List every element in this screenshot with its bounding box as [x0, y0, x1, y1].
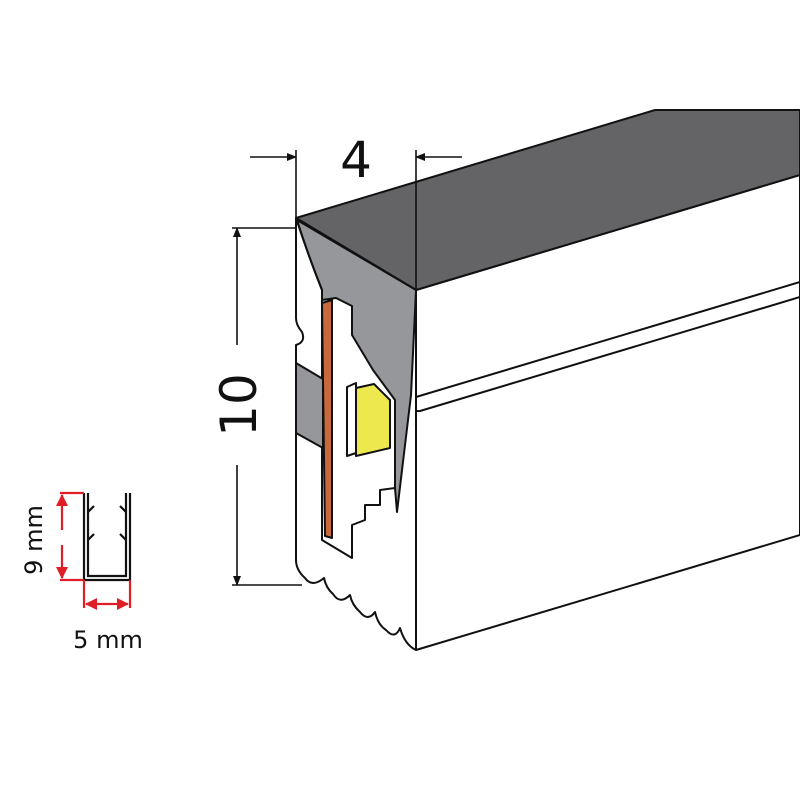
width-dimension-label: 4 [340, 131, 372, 189]
led-chip [355, 383, 391, 457]
u-profile-icon [82, 493, 132, 582]
led-chip-side [346, 382, 357, 457]
diffuser-edge [295, 217, 323, 291]
height-dimension-label: 10 [210, 373, 268, 437]
groove-line [415, 281, 800, 398]
inset-height-label: 9 mm [20, 505, 48, 575]
clip-band [295, 362, 324, 449]
copper-strip [321, 299, 333, 539]
inset-width-label: 5 mm [73, 626, 143, 654]
